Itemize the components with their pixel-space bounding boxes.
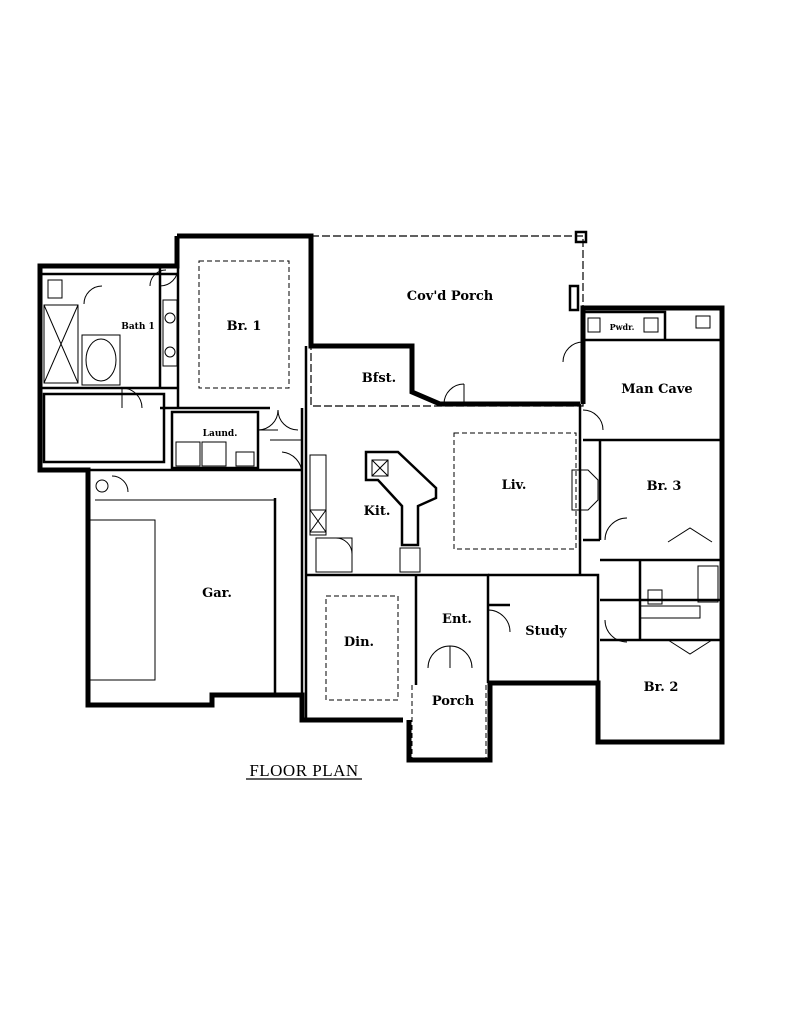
fixtures — [43, 279, 719, 619]
label-porch: Porch — [432, 694, 475, 709]
dryer — [201, 441, 227, 467]
washer — [175, 441, 201, 467]
label-pwdr: Pwdr. — [610, 322, 635, 332]
tub-basin — [85, 338, 117, 382]
label-liv: Liv. — [502, 478, 527, 493]
island-sink — [371, 459, 389, 477]
door-covd-porch — [562, 341, 584, 363]
wall-liv-right — [578, 404, 722, 575]
label-covd-porch: Cov'd Porch — [407, 289, 494, 304]
pantry — [315, 537, 353, 573]
wall-garage-door — [88, 499, 276, 690]
door-br3 — [604, 517, 628, 541]
label-study: Study — [525, 624, 567, 639]
label-br2: Br. 2 — [644, 680, 679, 695]
door-wic — [149, 269, 167, 287]
door-dining-garage — [111, 475, 129, 493]
label-ent: Ent. — [442, 612, 472, 627]
wall-br1-bottom — [160, 266, 270, 410]
sink-2 — [164, 346, 176, 358]
door-front-left — [427, 645, 451, 669]
door-pantry — [335, 537, 353, 555]
kitchen-island — [364, 450, 438, 547]
door-bfst — [443, 383, 465, 405]
door-bath1 — [121, 387, 143, 409]
door-br2 — [604, 619, 628, 643]
tub-2 — [697, 565, 719, 603]
wall-laund — [170, 408, 304, 470]
liv-ceiling — [453, 432, 577, 550]
wall-left-wing — [37, 233, 725, 763]
sink-1 — [164, 312, 176, 324]
toilet-bath1 — [47, 279, 63, 299]
water-heater — [95, 479, 109, 493]
label-br3: Br. 3 — [647, 479, 682, 494]
door-closet — [83, 285, 103, 305]
br1-ceiling — [198, 260, 290, 389]
mancave-vent — [695, 315, 711, 329]
fireplace — [571, 469, 599, 511]
wall-br2-br3 — [600, 558, 722, 642]
door-front-right — [449, 645, 473, 669]
vanity-bath1 — [162, 299, 178, 367]
front-porch-outline — [411, 685, 487, 759]
range-x — [309, 509, 327, 533]
door-entry-hall — [270, 409, 302, 441]
plan-title: FLOOR PLAN — [249, 761, 358, 780]
door-study — [487, 609, 511, 633]
doors — [83, 267, 713, 669]
label-man-cave: Man Cave — [621, 382, 692, 397]
shower — [43, 304, 79, 384]
door-br1 — [159, 267, 179, 287]
door-laund — [257, 409, 279, 431]
room-labels: Cov'd Porch Br. 1 Bath 1 Pwdr. Man Cave … — [121, 289, 692, 709]
wall-study — [488, 573, 600, 683]
wall-closet — [42, 392, 166, 464]
label-bfst: Bfst. — [362, 371, 396, 386]
door-br2-closet — [667, 639, 713, 655]
toilet-2 — [647, 589, 663, 605]
vanity-2 — [639, 605, 701, 619]
kitchen-counter-left — [309, 454, 327, 536]
wall-mancave — [583, 310, 722, 342]
label-din: Din. — [344, 635, 374, 650]
ceiling-outlines — [198, 260, 577, 701]
sink-pwdr — [643, 317, 659, 333]
toilet-pwdr — [587, 317, 601, 333]
tub — [81, 334, 121, 386]
fridge — [399, 547, 421, 573]
door-garage — [281, 451, 303, 475]
laund-sink — [235, 451, 255, 467]
door-br3-closet — [667, 527, 713, 543]
label-bath1: Bath 1 — [121, 322, 155, 332]
din-ceiling — [325, 595, 399, 701]
island-sink-x — [371, 459, 389, 477]
covd-porch-outline — [310, 235, 584, 407]
label-laund: Laund. — [203, 429, 238, 439]
covd-porch-posts — [568, 230, 588, 312]
label-br1: Br. 1 — [227, 319, 262, 334]
wall-kitchen-dining — [304, 346, 490, 720]
label-gar: Gar. — [202, 586, 232, 601]
exterior-walls — [37, 230, 725, 763]
shower-x — [43, 304, 79, 384]
range — [309, 509, 327, 533]
label-kit: Kit. — [364, 504, 391, 519]
wall-garage-top — [88, 468, 304, 697]
door-mancave — [582, 409, 604, 431]
